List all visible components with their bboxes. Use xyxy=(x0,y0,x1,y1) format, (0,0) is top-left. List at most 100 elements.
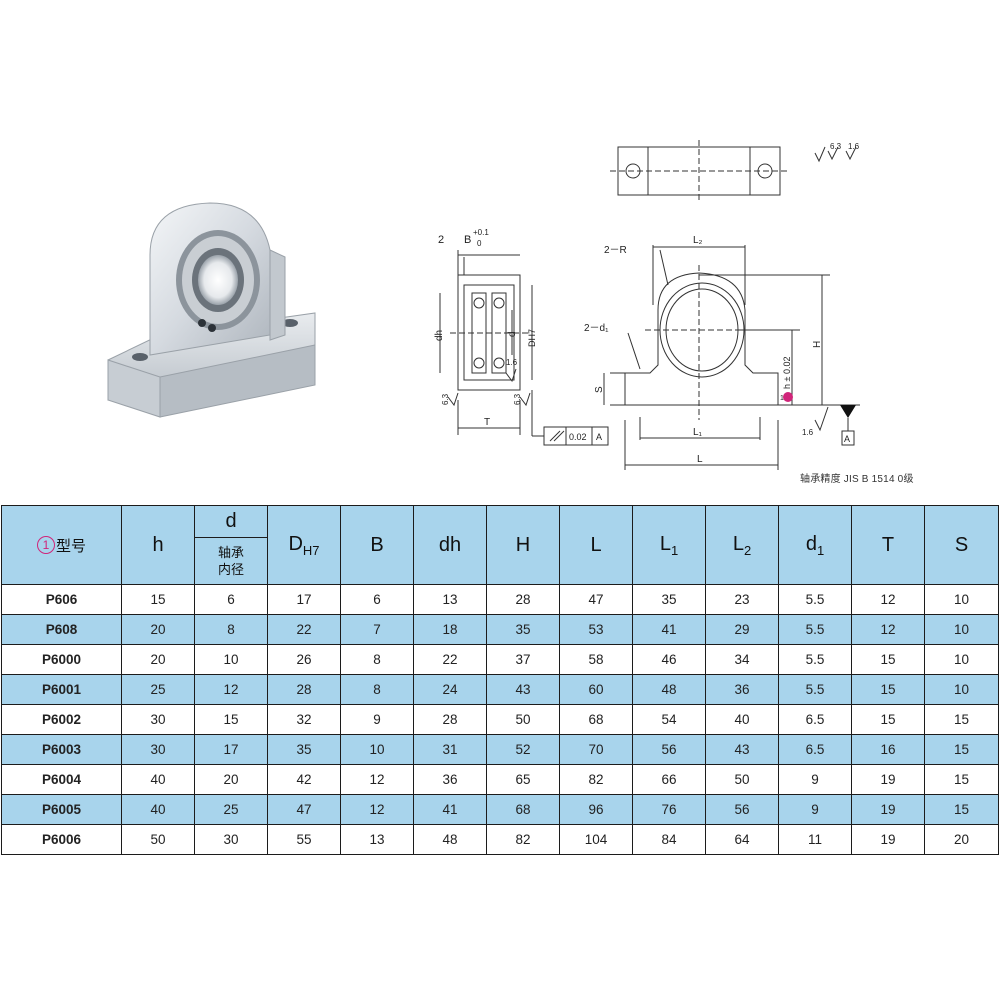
cell-h: 40 xyxy=(121,764,195,795)
cell-model: P6006 xyxy=(1,824,122,855)
roughness-1-6-side: 1.6 xyxy=(506,358,518,367)
dim-2: 2 xyxy=(438,234,444,246)
roughness-6-3-right: 6.3 xyxy=(513,393,522,405)
header-S: S xyxy=(924,505,999,585)
circled-marker-header: 1 xyxy=(36,536,55,555)
cell-S: 20 xyxy=(924,824,999,855)
bearing-precision-note: 轴承精度 JIS B 1514 0级 xyxy=(800,474,914,485)
cell-d: 6 xyxy=(194,584,268,615)
header-d1-sub: 1 xyxy=(816,542,825,558)
cell-H: 37 xyxy=(486,644,560,675)
cell-B: 12 xyxy=(340,764,414,795)
cell-B: 13 xyxy=(340,824,414,855)
header-DH7-main: D xyxy=(288,532,303,555)
cell-B: 10 xyxy=(340,734,414,765)
cell-dh: 24 xyxy=(413,674,487,705)
cell-L2: 56 xyxy=(705,794,779,825)
cell-L1: 46 xyxy=(632,644,706,675)
cell-dh: 28 xyxy=(413,704,487,735)
cell-h: 20 xyxy=(121,614,195,645)
cell-dh: 31 xyxy=(413,734,487,765)
cell-d: 15 xyxy=(194,704,268,735)
cell-d: 20 xyxy=(194,764,268,795)
header-L2-sub: 2 xyxy=(743,542,752,558)
header-B: B xyxy=(340,505,414,585)
header-dh: dh xyxy=(413,505,487,585)
cell-H: 65 xyxy=(486,764,560,795)
cell-L: 104 xyxy=(559,824,633,855)
header-DH7-sub: H7 xyxy=(302,542,320,558)
dim-L1: L₁ xyxy=(693,427,703,438)
dim-B: B xyxy=(464,234,471,246)
cell-T: 16 xyxy=(851,734,925,765)
cell-DH7: 32 xyxy=(267,704,341,735)
cell-L1: 54 xyxy=(632,704,706,735)
header-L2-main: L xyxy=(732,532,744,555)
cell-H: 43 xyxy=(486,674,560,705)
cell-L1: 84 xyxy=(632,824,706,855)
cell-B: 8 xyxy=(340,644,414,675)
cell-model: P6004 xyxy=(1,764,122,795)
header-L1-main: L xyxy=(659,532,671,555)
cell-H: 82 xyxy=(486,824,560,855)
cell-B: 8 xyxy=(340,674,414,705)
dim-dh: dh xyxy=(434,330,445,341)
header-T: T xyxy=(851,505,925,585)
cell-H: 68 xyxy=(486,794,560,825)
roughness-1-6-base: 1.6 xyxy=(802,428,814,437)
cell-S: 15 xyxy=(924,794,999,825)
cell-S: 15 xyxy=(924,734,999,765)
cell-T: 19 xyxy=(851,794,925,825)
cell-dh: 18 xyxy=(413,614,487,645)
dim-T: T xyxy=(484,417,490,428)
dim-DH7: DH7 xyxy=(527,329,537,347)
cell-d1: 11 xyxy=(778,824,852,855)
header-H: H xyxy=(486,505,560,585)
dim-L: L xyxy=(697,454,703,465)
tol-B-lower: 0 xyxy=(477,239,482,248)
dim-2R: 2－R xyxy=(604,245,627,256)
cell-S: 10 xyxy=(924,644,999,675)
header-d-sub-line1: 轴承 xyxy=(217,545,244,560)
header-L1-sub: 1 xyxy=(670,542,679,558)
cell-L: 58 xyxy=(559,644,633,675)
header-d1: d1 xyxy=(778,505,852,585)
cell-T: 19 xyxy=(851,824,925,855)
cell-d1: 9 xyxy=(778,794,852,825)
dim-L2: L₂ xyxy=(693,235,703,246)
cell-d1: 9 xyxy=(778,764,852,795)
cell-L: 60 xyxy=(559,674,633,705)
cell-L: 82 xyxy=(559,764,633,795)
cell-DH7: 28 xyxy=(267,674,341,705)
cell-H: 35 xyxy=(486,614,560,645)
roughness-symbol-6-3: 6.3 xyxy=(830,142,842,151)
cell-h: 30 xyxy=(121,734,195,765)
cell-h: 50 xyxy=(121,824,195,855)
roughness-6-3-left: 6.3 xyxy=(441,393,450,405)
cell-L2: 36 xyxy=(705,674,779,705)
cell-L1: 66 xyxy=(632,764,706,795)
cell-DH7: 47 xyxy=(267,794,341,825)
cell-model: P6003 xyxy=(1,734,122,765)
cell-dh: 36 xyxy=(413,764,487,795)
header-model-label: 型号 xyxy=(55,537,86,555)
cell-B: 7 xyxy=(340,614,414,645)
cell-d: 8 xyxy=(194,614,268,645)
cell-T: 15 xyxy=(851,704,925,735)
dim-S: S xyxy=(594,386,605,393)
cell-DH7: 55 xyxy=(267,824,341,855)
cell-S: 10 xyxy=(924,584,999,615)
cell-S: 10 xyxy=(924,674,999,705)
cell-B: 6 xyxy=(340,584,414,615)
cell-h: 40 xyxy=(121,794,195,825)
cell-B: 12 xyxy=(340,794,414,825)
cell-d: 30 xyxy=(194,824,268,855)
